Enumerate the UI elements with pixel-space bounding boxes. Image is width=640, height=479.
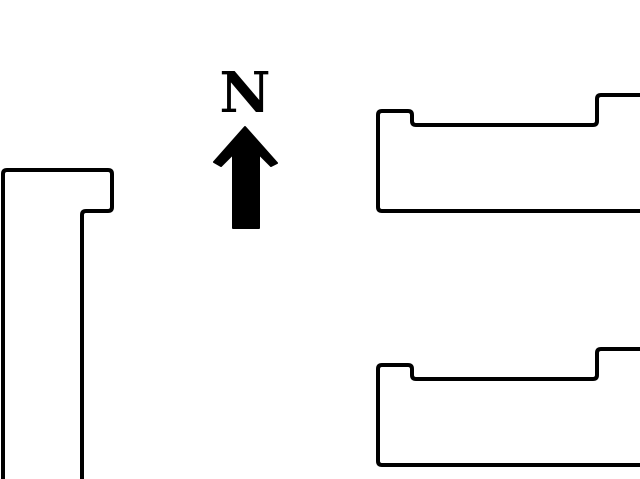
north-arrow-icon [213, 126, 278, 229]
north-label: N [219, 60, 270, 126]
building-outline-bottom-right [376, 347, 640, 467]
compass-indicator: N [213, 60, 278, 229]
building-outline-top-right [376, 93, 640, 213]
building-outline-left [1, 168, 114, 479]
